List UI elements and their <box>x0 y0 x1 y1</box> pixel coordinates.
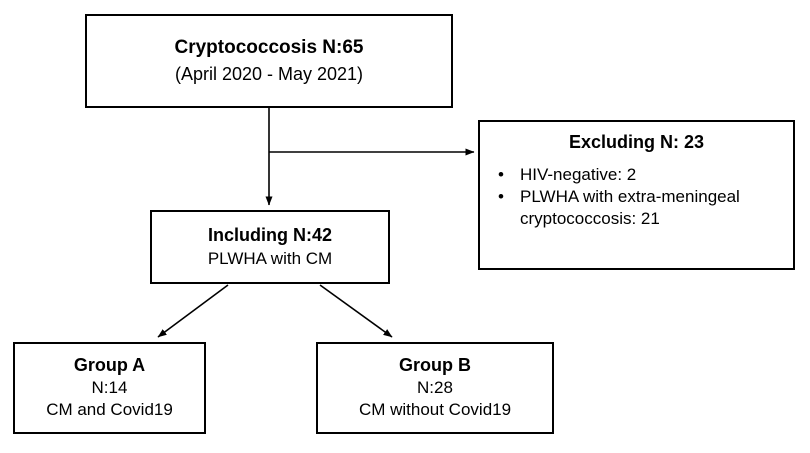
node-including: Including N:42 PLWHA with CM <box>150 210 390 284</box>
excluding-reason-text: PLWHA with extra-meningeal cryptococcosi… <box>520 187 740 228</box>
cryptococcosis-date-range: (April 2020 - May 2021) <box>174 63 364 84</box>
excluding-reason-list: • HIV-negative: 2 • PLWHA with extra-men… <box>490 164 783 231</box>
bullet-icon: • <box>498 164 504 184</box>
group-a-title: Group A <box>73 355 146 376</box>
excluding-reason-text: HIV-negative: 2 <box>520 164 637 184</box>
node-excluding: Excluding N: 23 • HIV-negative: 2 • PLWH… <box>478 120 795 270</box>
node-cryptococcosis: Cryptococcosis N:65 (April 2020 - May 20… <box>85 14 453 108</box>
including-subtitle: PLWHA with CM <box>207 249 333 269</box>
connector-including-to-group-a <box>157 284 229 338</box>
connector-including-to-group-b <box>319 284 393 338</box>
including-title: Including N:42 <box>207 224 332 245</box>
excluding-title: Excluding N: 23 <box>568 132 705 152</box>
group-b-title: Group B <box>399 355 471 376</box>
node-group-a: Group A N:14 CM and Covid19 <box>13 342 206 434</box>
cryptococcosis-title: Cryptococcosis N:65 <box>174 36 364 58</box>
group-a-description: CM and Covid19 <box>46 400 173 420</box>
list-item: • HIV-negative: 2 <box>494 164 783 186</box>
group-b-count: N:28 <box>417 377 453 397</box>
group-b-description: CM without Covid19 <box>358 400 512 420</box>
node-group-b: Group B N:28 CM without Covid19 <box>316 342 554 434</box>
bullet-icon: • <box>498 187 504 207</box>
list-item: • PLWHA with extra-meningeal cryptococco… <box>494 186 783 230</box>
group-a-count: N:14 <box>91 377 128 397</box>
